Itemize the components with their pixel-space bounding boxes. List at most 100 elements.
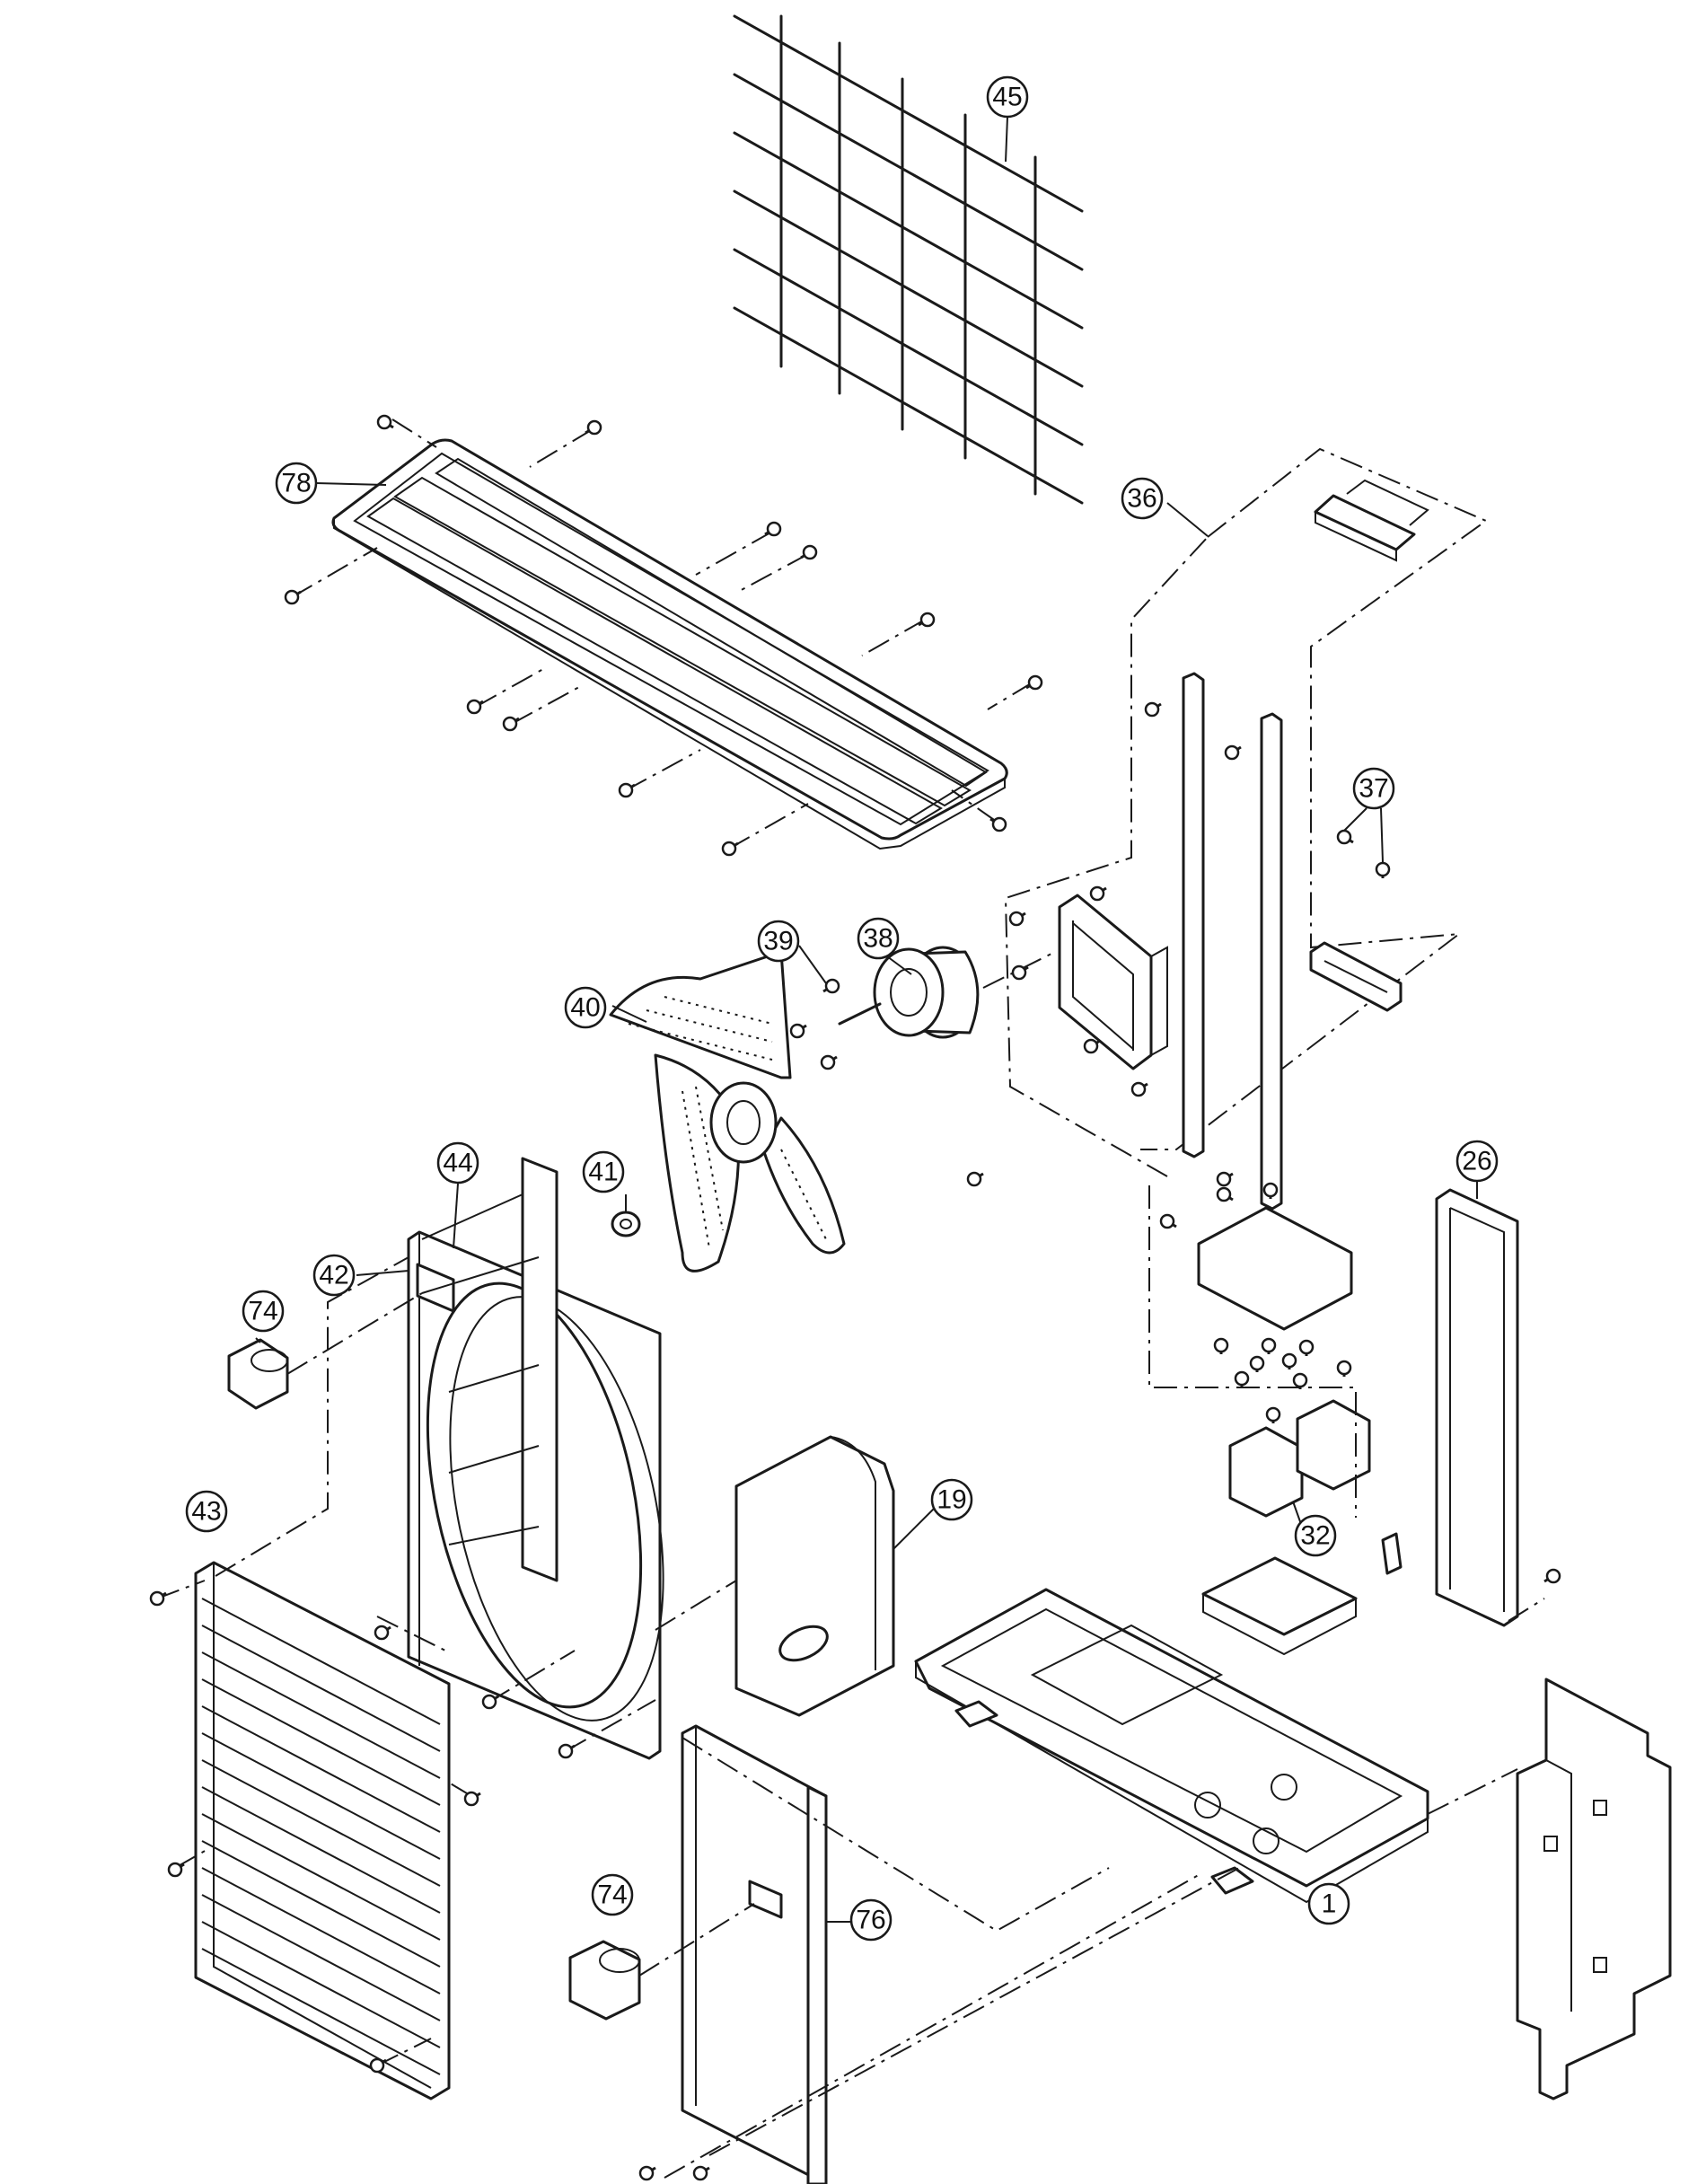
screw	[1336, 1360, 1352, 1377]
callout-label: 45	[992, 83, 1022, 112]
callout-label: 32	[1300, 1521, 1330, 1551]
screw	[989, 816, 1007, 832]
callout-39: 39	[757, 920, 800, 963]
callout-32: 32	[1294, 1514, 1337, 1557]
screw	[1089, 885, 1107, 902]
callout-label: 42	[319, 1261, 348, 1290]
part-44-side-grille	[421, 1157, 558, 1582]
part-19-partition-plate	[655, 1435, 895, 1717]
screw	[1375, 861, 1391, 878]
screw	[167, 1862, 185, 1878]
callout-1: 1	[1307, 1882, 1350, 1925]
screw	[1130, 1081, 1148, 1097]
callout-label: 1	[1322, 1889, 1337, 1919]
part-40-fan-blade	[609, 950, 846, 1273]
screw	[1292, 1372, 1308, 1389]
callout-44: 44	[436, 1141, 479, 1184]
part-1-base-pan	[914, 1588, 1429, 1904]
part-26-side-panel	[1435, 1188, 1519, 1627]
callout-label: 26	[1462, 1147, 1491, 1176]
screw	[1336, 829, 1354, 845]
screw	[1234, 1370, 1250, 1387]
callout-37: 37	[1352, 767, 1395, 810]
screw	[1213, 1337, 1229, 1354]
callout-label: 78	[281, 469, 311, 498]
screw	[585, 419, 602, 436]
callout-label: 40	[570, 993, 600, 1023]
screw	[376, 414, 394, 430]
screw	[618, 782, 636, 798]
callout-label: 36	[1127, 484, 1156, 514]
screw	[692, 2165, 710, 2181]
callout-36: 36	[1121, 477, 1164, 520]
callout-label: 37	[1359, 774, 1388, 804]
callout-38: 38	[857, 917, 900, 960]
screw	[369, 2057, 387, 2074]
screw	[149, 1590, 167, 1607]
screw	[789, 1023, 807, 1039]
screw	[800, 544, 818, 560]
screw	[1262, 1182, 1279, 1199]
callout-26: 26	[1455, 1140, 1499, 1183]
part-38-fan-motor	[838, 946, 1056, 1039]
part-43-front-grille	[194, 1561, 451, 2100]
screw	[1008, 911, 1026, 927]
screw	[466, 699, 484, 715]
callout-label: 74	[597, 1880, 627, 1910]
screw	[1265, 1406, 1281, 1423]
screw	[1216, 1171, 1234, 1187]
callout-19: 19	[930, 1478, 973, 1521]
callout-76: 76	[849, 1898, 893, 1942]
part-41-fan-nut	[611, 1211, 641, 1237]
screw	[1011, 964, 1029, 981]
screw	[481, 1694, 499, 1710]
part-74-handle-lower	[568, 1903, 755, 2021]
screw	[1249, 1355, 1265, 1372]
screw	[502, 716, 520, 732]
screw	[1159, 1213, 1177, 1229]
assembly-lines	[156, 1185, 1545, 2179]
screw	[1025, 674, 1043, 691]
part-32-electrical-box	[1197, 1206, 1403, 1656]
screw	[1281, 1352, 1297, 1369]
service-panel-right	[1516, 1678, 1672, 2100]
callout-label: 44	[443, 1149, 472, 1178]
screw	[638, 2165, 656, 2181]
part-36-motor-support	[1004, 447, 1489, 1211]
callout-label: 76	[856, 1906, 885, 1935]
screw	[1298, 1339, 1315, 1356]
callout-label: 43	[191, 1497, 221, 1527]
screw	[463, 1791, 481, 1807]
callout-43: 43	[185, 1490, 228, 1533]
part-78-top-panel	[291, 418, 1033, 850]
callout-41: 41	[582, 1150, 625, 1193]
screw	[966, 1171, 984, 1187]
callout-78: 78	[275, 462, 318, 505]
callout-label: 41	[588, 1158, 618, 1187]
screw	[820, 1054, 838, 1070]
screw	[1083, 1038, 1101, 1054]
callout-label: 74	[248, 1297, 277, 1326]
callout-label: 38	[863, 924, 893, 954]
part-74-handle-upper	[227, 1292, 423, 1410]
screw	[918, 612, 936, 628]
screw	[284, 589, 302, 605]
screw	[1261, 1337, 1277, 1354]
screw	[1144, 701, 1162, 718]
callout-42: 42	[312, 1254, 356, 1297]
part-45-wire-grille	[733, 14, 1084, 505]
screws	[149, 414, 1561, 2181]
screw	[1224, 744, 1242, 761]
callout-74-lower: 74	[591, 1873, 634, 1916]
screw	[374, 1625, 391, 1641]
screw	[822, 978, 840, 994]
callout-40: 40	[564, 986, 607, 1029]
part-76-front-panel	[681, 1724, 828, 2184]
callout-74-upper: 74	[242, 1290, 285, 1333]
callout-45: 45	[986, 75, 1029, 119]
screw	[721, 841, 739, 857]
screw	[1543, 1568, 1561, 1584]
screw	[558, 1743, 576, 1759]
screw	[1216, 1186, 1234, 1202]
